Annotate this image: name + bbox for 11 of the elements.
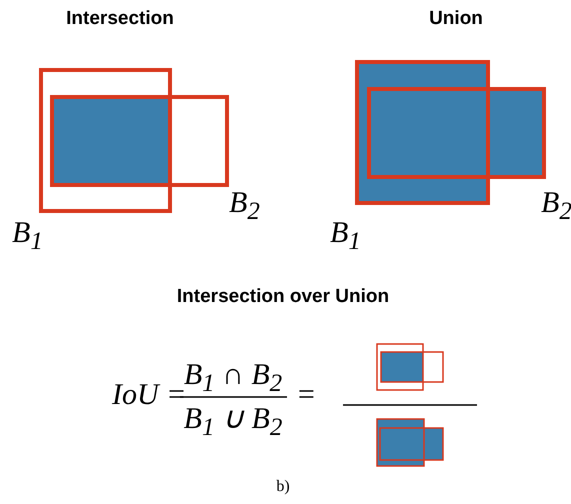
caption: b) (276, 479, 290, 495)
box-label: B$_{2}$ (229, 188, 260, 224)
formula-denominator: B$_{1}$ ∪ B$_{2}$ (184, 404, 282, 440)
heading: Intersection (66, 9, 174, 28)
heading: Union (429, 9, 483, 28)
box-label: B$_{1}$ (12, 218, 43, 254)
formula-numerator: B$_{1}$ ∩ B$_{2}$ (184, 360, 282, 396)
box-label: B$_{1}$ (330, 218, 361, 254)
heading: Intersection over Union (176, 287, 390, 306)
formula-text: = (296, 380, 316, 410)
box-label: B$_{2}$ (541, 188, 571, 224)
